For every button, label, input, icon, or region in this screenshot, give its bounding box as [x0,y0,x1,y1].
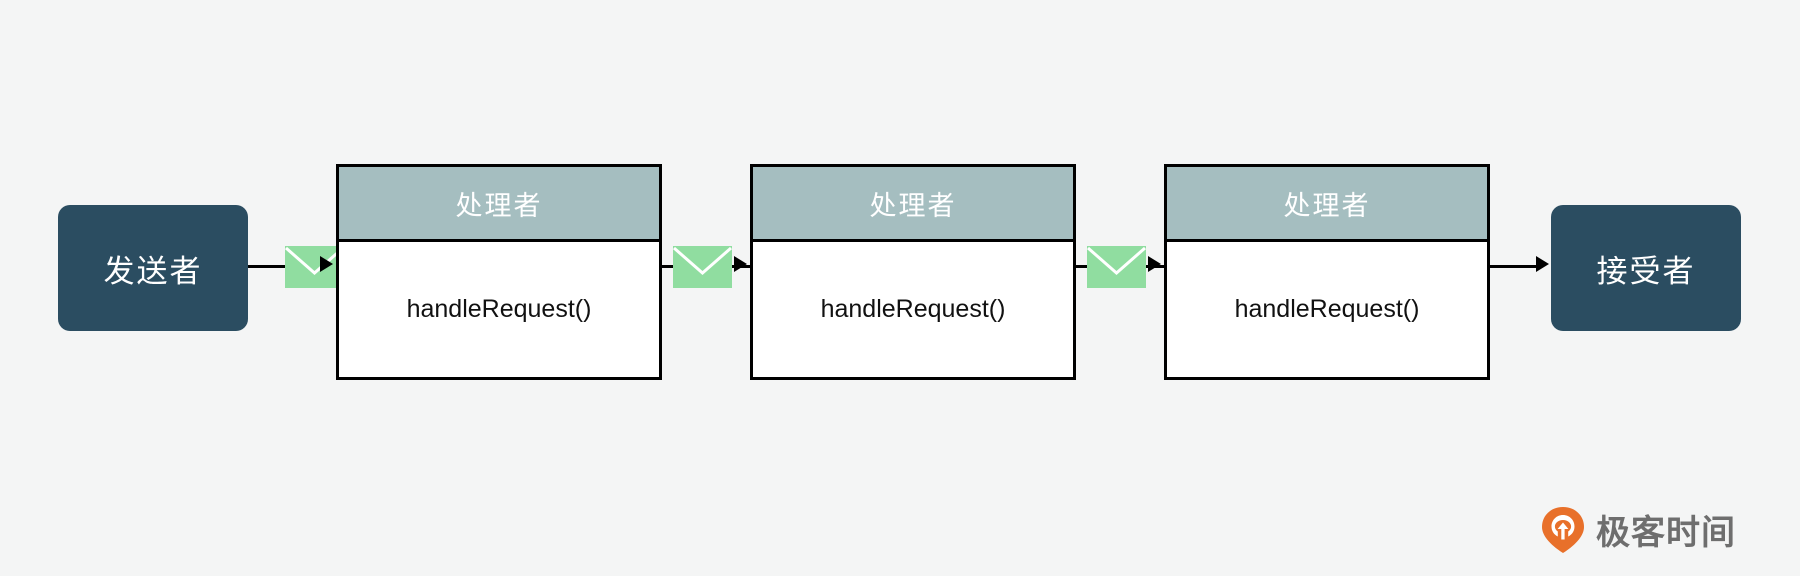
envelope-icon-1[interactable] [285,246,344,288]
connector-line-handler-3-to-receiver [1490,265,1538,268]
handler-3-method: handleRequest() [1234,295,1420,323]
sender-node[interactable]: 发送者 [58,205,248,331]
arrow-head-icon-3 [1148,256,1161,272]
handler-2-method: handleRequest() [820,295,1006,323]
handler-1-method: handleRequest() [406,295,592,323]
handler-box-2[interactable]: 处理者 handleRequest() [750,164,1076,380]
receiver-node[interactable]: 接受者 [1551,205,1741,331]
geektime-teardrop-logo-icon [1540,506,1586,554]
arrow-head-icon-2 [734,256,747,272]
arrow-head-icon-4 [1536,256,1549,272]
handler-1-header: 处理者 [339,167,659,242]
sender-label: 发送者 [103,253,203,289]
handler-box-1[interactable]: 处理者 handleRequest() [336,164,662,380]
watermark: 极客时间 [1540,505,1736,554]
handler-3-header: 处理者 [1167,167,1487,242]
arrow-head-icon-1 [320,256,333,272]
envelope-icon-3[interactable] [1087,246,1146,288]
handler-2-header: 处理者 [753,167,1073,242]
connector-line-sender-to-handler-1 [248,265,290,268]
receiver-label: 接受者 [1596,253,1696,289]
watermark-text: 极客时间 [1596,514,1736,552]
handler-box-3[interactable]: 处理者 handleRequest() [1164,164,1490,380]
envelope-icon-2[interactable] [673,246,732,288]
